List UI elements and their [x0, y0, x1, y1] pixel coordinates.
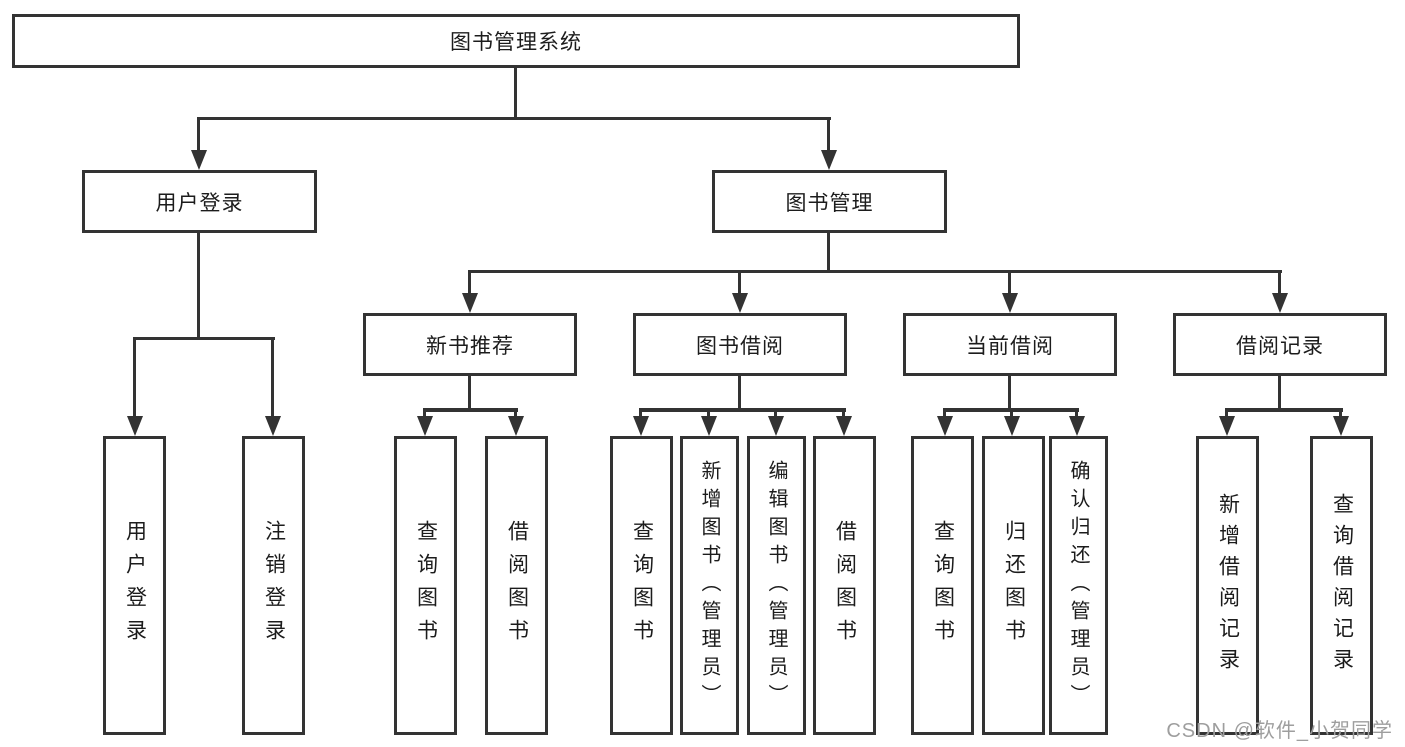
- leaf-query-borrow-record: 查询借阅记录: [1310, 436, 1373, 735]
- leaf-add-borrow-record: 新增借阅记录: [1196, 436, 1259, 735]
- connector-arrow-stem: [1010, 408, 1013, 418]
- connector-stem: [1008, 376, 1011, 411]
- connector-userlogin-hline: [133, 337, 275, 340]
- node-user-login: 用户登录: [82, 170, 317, 233]
- arrowhead-down-icon: [633, 416, 649, 436]
- arrowhead-down-icon: [821, 150, 837, 170]
- watermark-text: CSDN @软件_小贺同学: [1166, 720, 1393, 742]
- connector-arrow-stem: [468, 270, 471, 295]
- node-borrow-records: 借阅记录: [1173, 313, 1387, 376]
- connector-arrow-stem: [133, 337, 136, 420]
- connector-stem: [1278, 376, 1281, 411]
- connector-bookmgmt-stem: [827, 233, 830, 273]
- connector-arrow-stem: [271, 337, 274, 420]
- arrowhead-down-icon: [836, 416, 852, 436]
- arrowhead-down-icon: [1069, 416, 1085, 436]
- leaf-query-books-recommend: 查询图书: [394, 436, 457, 735]
- leaf-confirm-return-admin: 确认归还（管理员）: [1049, 436, 1108, 735]
- arrowhead-down-icon: [701, 416, 717, 436]
- connector-arrow-stem: [639, 408, 642, 418]
- leaf-return-books: 归还图书: [982, 436, 1045, 735]
- connector-arrow-stem: [943, 408, 946, 418]
- connector-arrow-stem: [1225, 408, 1228, 418]
- connector-arrow-stem: [1339, 408, 1342, 418]
- arrowhead-down-icon: [265, 416, 281, 436]
- connector-arrow-stem: [842, 408, 845, 418]
- connector-hline: [1226, 408, 1343, 412]
- leaf-edit-books-admin: 编辑图书（管理员）: [747, 436, 806, 735]
- leaf-add-books-admin: 新增图书（管理员）: [680, 436, 739, 735]
- connector-bookmgmt-hline: [469, 270, 1282, 273]
- arrowhead-down-icon: [1272, 293, 1288, 313]
- arrowhead-down-icon: [462, 293, 478, 313]
- arrowhead-down-icon: [1219, 416, 1235, 436]
- connector-arrow-stem: [827, 117, 830, 155]
- connector-arrow-stem: [423, 408, 426, 418]
- node-new-book-recommend: 新书推荐: [363, 313, 577, 376]
- connector-arrow-stem: [707, 408, 710, 418]
- leaf-query-books-borrow: 查询图书: [610, 436, 673, 735]
- connector-root-hline: [197, 117, 831, 120]
- arrowhead-down-icon: [1002, 293, 1018, 313]
- connector-arrow-stem: [1278, 270, 1281, 295]
- connector-arrow-stem: [514, 408, 517, 418]
- arrowhead-down-icon: [937, 416, 953, 436]
- connector-hline: [640, 408, 846, 412]
- connector-root-stem: [514, 68, 517, 120]
- leaf-borrow-books-recommend: 借阅图书: [485, 436, 548, 735]
- leaf-logout: 注销登录: [242, 436, 305, 735]
- node-book-management: 图书管理: [712, 170, 947, 233]
- connector-stem: [738, 376, 741, 411]
- connector-hline: [424, 408, 518, 412]
- connector-arrow-stem: [1008, 270, 1011, 295]
- connector-arrow-stem: [774, 408, 777, 418]
- node-current-borrow: 当前借阅: [903, 313, 1117, 376]
- node-root: 图书管理系统: [12, 14, 1020, 68]
- connector-arrow-stem: [197, 117, 200, 155]
- arrowhead-down-icon: [508, 416, 524, 436]
- arrowhead-down-icon: [417, 416, 433, 436]
- connector-arrow-stem: [1075, 408, 1078, 418]
- connector-stem: [468, 376, 471, 411]
- leaf-query-books-current: 查询图书: [911, 436, 974, 735]
- arrowhead-down-icon: [732, 293, 748, 313]
- node-book-borrow: 图书借阅: [633, 313, 847, 376]
- connector-arrow-stem: [738, 270, 741, 295]
- leaf-user-login: 用户登录: [103, 436, 166, 735]
- arrowhead-down-icon: [1333, 416, 1349, 436]
- arrowhead-down-icon: [1004, 416, 1020, 436]
- arrowhead-down-icon: [191, 150, 207, 170]
- arrowhead-down-icon: [127, 416, 143, 436]
- leaf-borrow-books: 借阅图书: [813, 436, 876, 735]
- connector-userlogin-stem: [197, 233, 200, 340]
- arrowhead-down-icon: [768, 416, 784, 436]
